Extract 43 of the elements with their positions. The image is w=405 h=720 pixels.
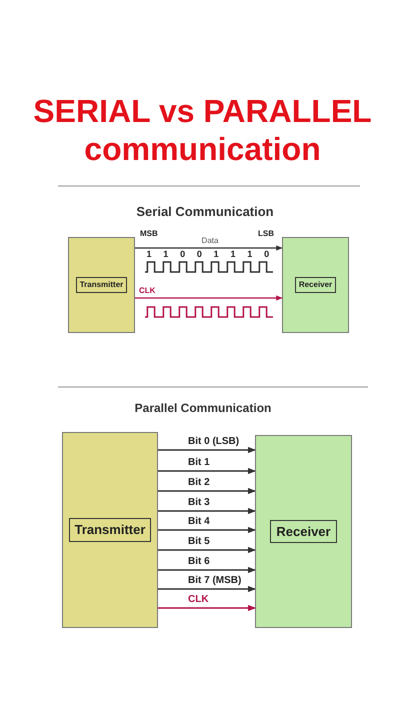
title: SERIAL vs PARALLEL communication	[32, 92, 373, 168]
edge-label: Data	[202, 237, 218, 245]
bit-order-label: LSB	[258, 230, 274, 238]
bit-value: 0	[196, 250, 202, 259]
section-heading: Parallel Communication	[134, 402, 272, 414]
edge-label: Bit 5	[188, 537, 210, 547]
bit-value: 1	[247, 250, 252, 259]
edge-label: Bit 4	[188, 517, 210, 527]
section-heading: Serial Communication	[136, 205, 274, 218]
block-label: Transmitter	[68, 518, 152, 542]
arrow	[158, 566, 256, 574]
arrow	[158, 546, 256, 554]
edge-label: Bit 3	[188, 498, 210, 508]
arrow	[135, 245, 283, 251]
block-label: Receiver	[294, 277, 336, 293]
edge-label: Bit 6	[188, 557, 210, 567]
block-label: Transmitter	[76, 277, 128, 293]
arrow	[158, 446, 256, 454]
bit-value: 1	[163, 250, 168, 259]
transmitter-block	[68, 237, 135, 333]
bit-value: 0	[264, 250, 270, 259]
bit-value: 0	[180, 250, 186, 259]
block-label: Receiver	[270, 520, 337, 544]
arrow	[158, 508, 256, 514]
arrow	[135, 295, 283, 301]
edge-label: CLK	[139, 287, 156, 295]
edge-label: Bit 7 (MSB)	[188, 576, 242, 586]
bit-value: 1	[146, 250, 152, 259]
transmitter-block	[62, 432, 158, 628]
arrow	[158, 526, 256, 534]
bit-value: 1	[230, 250, 236, 259]
arrow	[158, 468, 256, 474]
arrow	[158, 488, 256, 494]
edge-label: CLK	[188, 595, 209, 605]
receiver-block	[282, 237, 349, 333]
receiver-block	[255, 435, 352, 628]
edge-label: Bit 0 (LSB)	[188, 437, 240, 447]
arrow	[158, 604, 256, 612]
bit-value: 1	[214, 250, 219, 259]
bit-order-label: MSB	[140, 230, 158, 238]
edge-label: Bit 2	[188, 478, 210, 488]
edge-label: Bit 1	[188, 458, 210, 468]
arrow	[158, 586, 256, 592]
